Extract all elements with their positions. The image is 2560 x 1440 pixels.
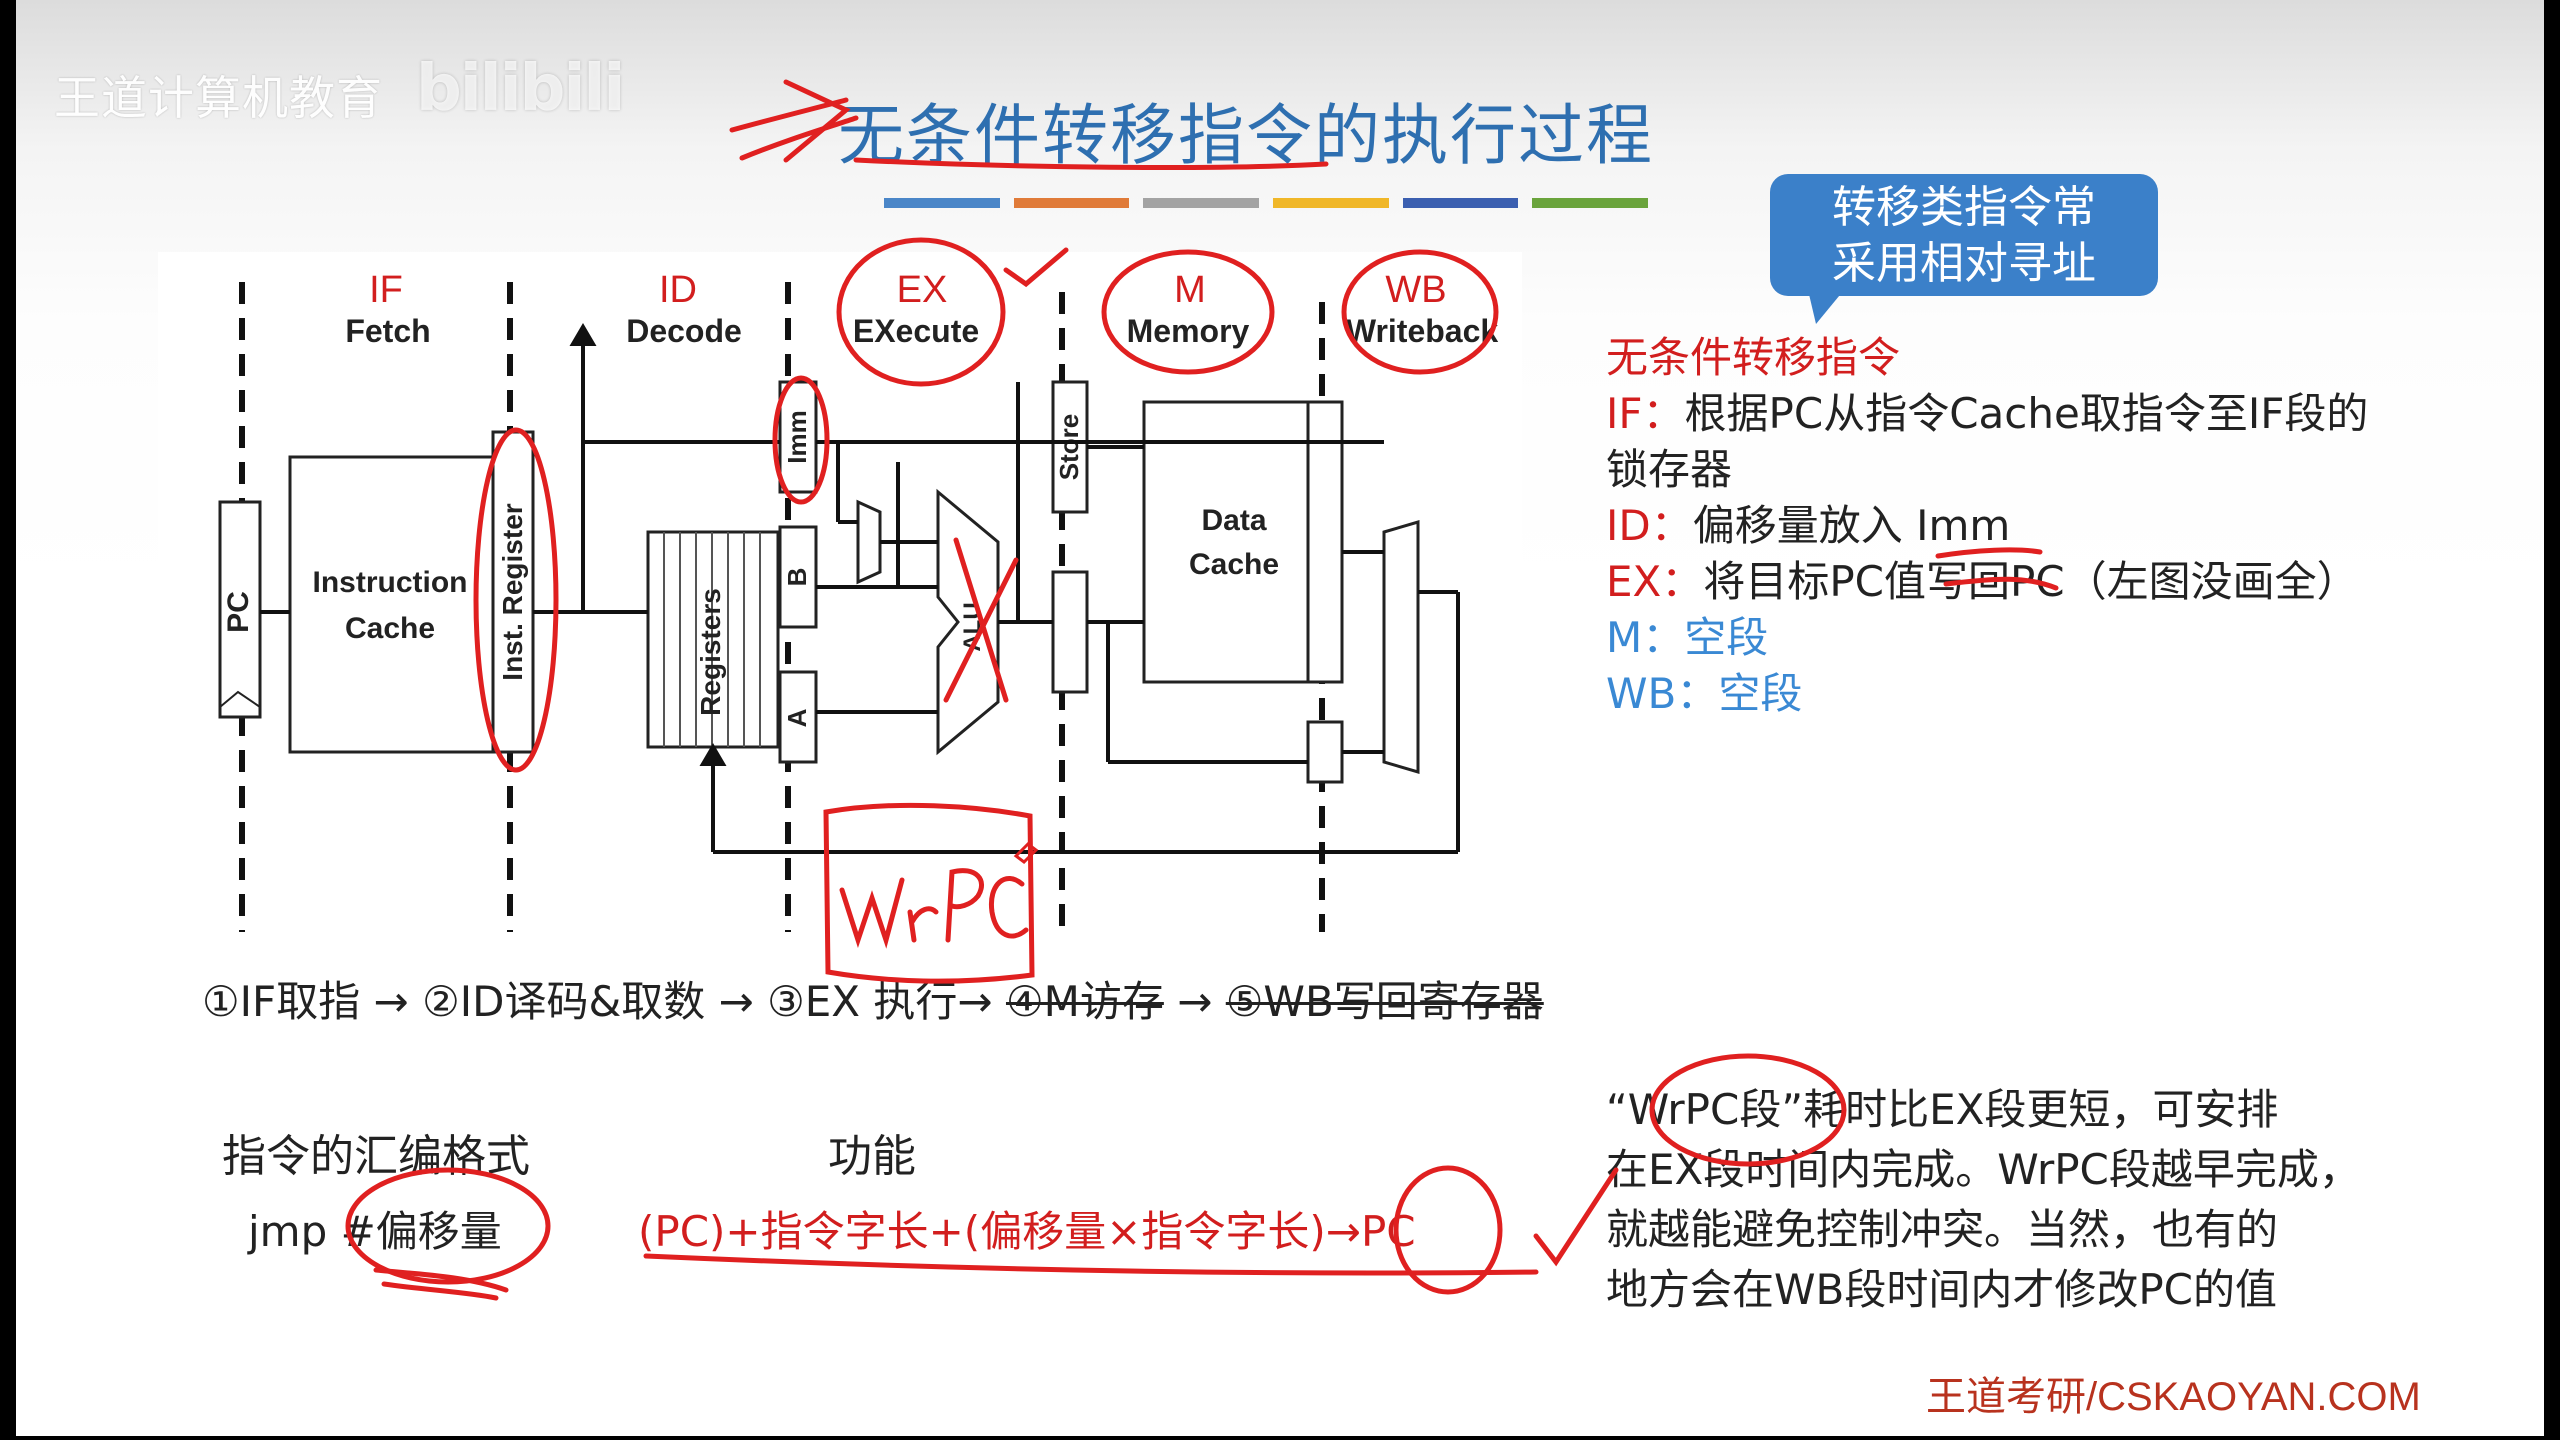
stage-ex-name: EXecute (853, 313, 979, 349)
callout-tail (1808, 290, 1844, 324)
note-wb: WB：空段 (1606, 666, 2536, 722)
slide: 王道计算机教育 bilibili 无条件转移指令的执行过程 转移类指令常 采用相… (16, 0, 2544, 1436)
stage-m-name: Memory (1127, 313, 1250, 349)
stage-ex-abbr: EX (897, 269, 948, 311)
store-label: Store (1054, 414, 1084, 480)
note-m: M：空段 (1606, 610, 2536, 666)
steps-m-struck: ④M访存 (1005, 977, 1164, 1026)
footer-brand: 王道考研/CSKAOYAN.COM (1926, 1375, 2421, 1419)
function-value: (PC)+指令字长+(偏移量×指令字长)→PC (638, 1207, 1416, 1256)
registers-label: Registers (695, 588, 726, 716)
stage-m-abbr: M (1174, 269, 1206, 311)
a-latch (778, 670, 818, 764)
pc-label: PC (222, 591, 255, 633)
color-bar-segment (1402, 198, 1519, 208)
note-m-label: M： (1606, 613, 1685, 662)
notes-panel: 无条件转移指令 IF：根据PC从指令Cache取指令至IF段的 锁存器 ID：偏… (1606, 330, 2536, 722)
pipeline-steps: ①IF取指 → ②ID译码&取数 → ③EX 执行→ ④M访存 → ⑤WB写回寄… (202, 968, 1544, 1029)
notes-heading: 无条件转移指令 (1606, 333, 1901, 382)
format-heading: 指令的汇编格式 (222, 1131, 530, 1182)
wrpc-line3: 就越能避免控制冲突。当然，也有的 (1606, 1205, 2279, 1254)
alu-label: ALU (959, 602, 986, 651)
steps-wb-struck: ⑤WB写回寄存器 (1225, 977, 1544, 1026)
note-m-text: 空段 (1684, 613, 1769, 662)
color-bar-segment (1532, 198, 1649, 208)
callout-bubble: 转移类指令常 采用相对寻址 (1770, 174, 2158, 296)
dcache-label2: Cache (1189, 548, 1279, 581)
stage-wb-abbr: WB (1385, 269, 1446, 311)
note-if-cont: 锁存器 (1606, 445, 1733, 494)
stage-id-abbr: ID (659, 269, 697, 311)
stage-id-name: Decode (626, 313, 742, 349)
pc-register (218, 500, 262, 719)
wrpc-line4: 地方会在WB段时间内才修改PC的值 (1606, 1265, 2277, 1314)
title-color-bar (884, 198, 1649, 208)
color-bar-segment (1013, 198, 1130, 208)
wrpc-note: “WrPC段”耗时比EX段更短，可安排 在EX段时间内完成。WrPC段越早完成，… (1606, 1080, 2526, 1320)
note-if-label: IF： (1606, 389, 1685, 438)
icache-label2: Cache (345, 612, 435, 645)
note-ex-text: 将目标PC值写回PC（左图没画全） (1703, 557, 2359, 606)
instruction-cache (288, 455, 512, 754)
b-latch (778, 525, 818, 629)
store-latch (1051, 380, 1089, 514)
stage-if-abbr: IF (369, 269, 403, 311)
pipeline-diagram: IF Fetch ID Decode EX EXecute M Memory W… (158, 252, 1522, 940)
inst-register-label: Inst. Register (497, 503, 528, 680)
b-label: B (782, 568, 812, 587)
note-if-text: 根据PC从指令Cache取指令至IF段的 (1684, 389, 2369, 438)
note-wb-label: WB： (1606, 669, 1719, 718)
callout-line1: 转移类指令常 (1832, 182, 2096, 233)
slide-title: 无条件转移指令的执行过程 (838, 97, 1654, 174)
callout-line2: 采用相对寻址 (1832, 238, 2096, 289)
color-bar-segment (884, 198, 1000, 208)
note-wb-text: 空段 (1718, 669, 1803, 718)
stage-wb-name: Writeback (1346, 313, 1499, 349)
dcache-label1: Data (1201, 504, 1266, 537)
note-id-label: ID： (1606, 501, 1693, 550)
note-id-imm: Imm (1916, 501, 2011, 550)
color-bar-segment (1273, 198, 1389, 208)
wrpc-line2: 在EX段时间内完成。WrPC段越早完成， (1606, 1145, 2361, 1194)
note-id: ID：偏移量放入 Imm (1606, 498, 2536, 554)
note-ex: EX：将目标PC值写回PC（左图没画全） (1606, 554, 2536, 610)
steps-part1: ①IF取指 → ②ID译码&取数 → ③EX 执行→ (202, 977, 1006, 1026)
function-heading: 功能 (828, 1131, 916, 1182)
wrpc-line1: “WrPC段”耗时比EX段更短，可安排 (1606, 1085, 2279, 1134)
note-ex-label: EX： (1606, 557, 1704, 606)
a-label: A (782, 708, 812, 727)
color-bar-segment (1143, 198, 1260, 208)
imm-label: Imm (782, 410, 812, 463)
note-if: IF：根据PC从指令Cache取指令至IF段的 (1606, 386, 2536, 442)
note-id-text: 偏移量放入 (1692, 501, 1903, 550)
brand-logo: 王道计算机教育 (54, 71, 383, 125)
bilibili-watermark: bilibili (416, 52, 625, 126)
stage-if-name: Fetch (345, 313, 430, 349)
icache-label1: Instruction (313, 566, 468, 599)
steps-arrow: → (1163, 977, 1226, 1026)
format-value: jmp #偏移量 (248, 1207, 502, 1256)
